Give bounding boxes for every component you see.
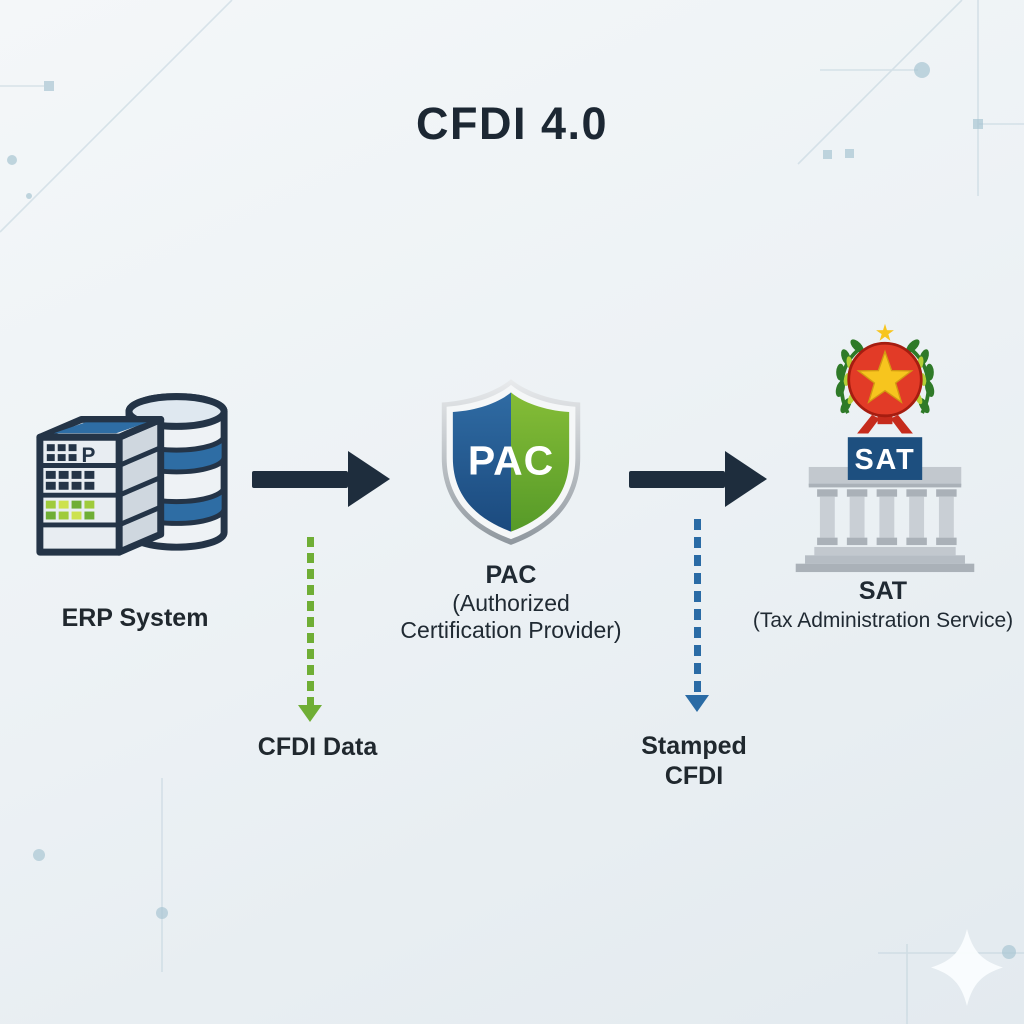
server-tower bbox=[36, 415, 165, 556]
building-steps bbox=[795, 546, 975, 573]
sat-banner-text: SAT bbox=[854, 444, 915, 476]
sat-label-block: SAT (Tax Administration Service) bbox=[718, 577, 1024, 635]
dashed-arrow-cfdi-data bbox=[297, 537, 323, 722]
pac-sublabel-line2: Certification Provider) bbox=[400, 617, 622, 643]
pac-shield-icon: PAC bbox=[441, 379, 581, 545]
sparkle-icon bbox=[931, 929, 1003, 1006]
sat-label: SAT bbox=[858, 577, 908, 605]
emblem-top-star-icon bbox=[876, 323, 894, 341]
sat-sublabel: (Tax Administration Service) bbox=[752, 609, 1014, 632]
emblem-gold-star-icon bbox=[856, 349, 914, 404]
server-panel-row-1 bbox=[46, 444, 77, 462]
arrow-head-icon bbox=[725, 451, 767, 507]
arrow-erp-to-pac bbox=[252, 450, 390, 508]
stamped-cfdi-line2: CFDI bbox=[664, 762, 724, 790]
shield-color-halves bbox=[452, 392, 570, 532]
stamped-cfdi-line1: Stamped bbox=[641, 732, 747, 760]
server-panel-letter: P bbox=[81, 444, 95, 467]
arrow-shaft bbox=[252, 470, 348, 488]
node-erp: P bbox=[22, 360, 240, 568]
server-panel-row-3-green-leds bbox=[45, 500, 95, 520]
erp-system-label: ERP System bbox=[61, 604, 209, 632]
laurel-wreath-icon bbox=[835, 339, 935, 414]
erp-server-database-icon: P bbox=[36, 393, 228, 556]
pac-label: PAC bbox=[485, 561, 537, 589]
server-panel-row-2 bbox=[45, 470, 95, 490]
pac-label-block: PAC (Authorized Certification Provider) bbox=[375, 561, 647, 644]
arrow-head-icon bbox=[298, 705, 322, 722]
arrow-head-icon bbox=[348, 451, 390, 507]
arrow-pac-to-sat bbox=[629, 450, 767, 508]
sat-government-building-icon: SAT bbox=[795, 323, 975, 573]
pac-sublabel-line1: (Authorized bbox=[452, 590, 570, 616]
shield-pac-text: PAC bbox=[468, 438, 554, 484]
cfdi-data-label: CFDI Data bbox=[257, 733, 378, 761]
building-columns bbox=[817, 489, 957, 546]
sat-emblem bbox=[835, 323, 935, 434]
node-sat: SAT bbox=[792, 320, 978, 573]
dashed-line bbox=[306, 537, 314, 705]
arrow-shaft bbox=[629, 470, 725, 488]
sat-banner bbox=[847, 437, 923, 480]
dashed-arrow-stamped-cfdi bbox=[684, 519, 710, 712]
stamped-cfdi-label: Stamped CFDI bbox=[609, 731, 779, 791]
arrow-head-icon bbox=[685, 695, 709, 712]
page-title: CFDI 4.0 bbox=[415, 98, 609, 149]
dashed-line bbox=[693, 519, 701, 695]
emblem-ribbons bbox=[857, 414, 913, 434]
node-pac: PAC bbox=[433, 374, 589, 550]
